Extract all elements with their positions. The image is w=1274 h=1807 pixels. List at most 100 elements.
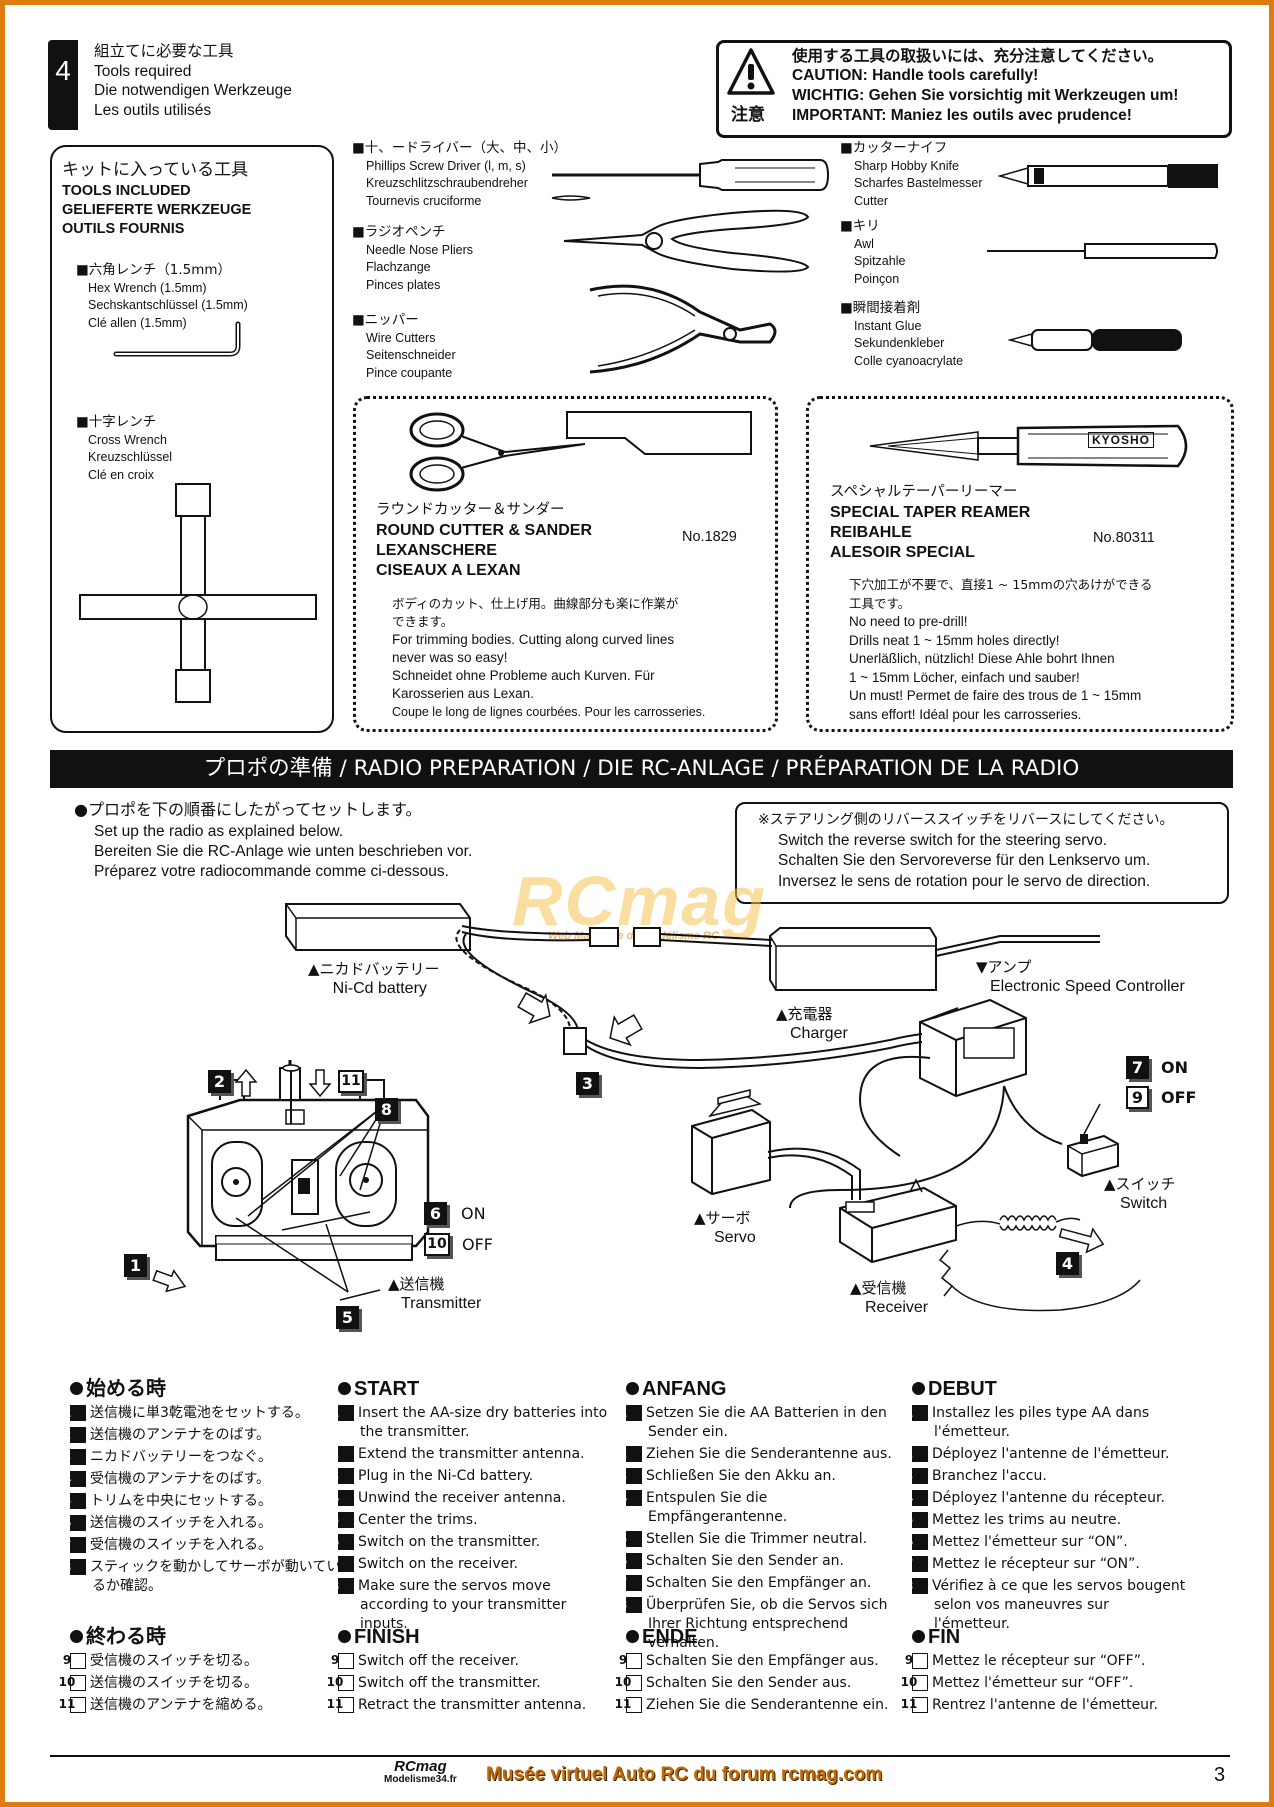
caution-jp: 使用する工具の取扱いには、充分注意してください。 — [792, 47, 1164, 65]
transmitter-antenna-tip — [282, 1064, 300, 1124]
step-de-3-text: Schließen Sie den Akku an. — [646, 1468, 836, 1484]
round-cutter-part-no: No.1829 — [682, 529, 737, 545]
step-number: 4 — [55, 55, 71, 86]
reamer-part-no: No.80311 — [1093, 530, 1155, 546]
tool-pliers-label: ■ラジオペンチ Needle Nose Pliers Flachzange Pi… — [352, 224, 473, 294]
cross-wrench-label: ■十字レンチ Cross Wrench Kreuzschlüssel Clé e… — [76, 414, 172, 484]
nicd-battery-drawing — [285, 903, 471, 951]
callout-8: 8 — [375, 1098, 398, 1121]
tools-included-title: キットに入っている工具 TOOLS INCLUDED GELIEFERTE WE… — [62, 158, 251, 239]
step-en-9-text: Switch off the receiver. — [358, 1653, 519, 1669]
start-title-fr: DEBUT — [912, 1376, 1192, 1402]
step-de-2-text: Ziehen Sie die Senderantenne aus. — [646, 1446, 892, 1462]
finish-title-en-text: FINISH — [354, 1626, 420, 1648]
glue-jp: ■瞬間接着剤 — [840, 300, 921, 316]
screwdriver-fr: Tournevis cruciforme — [366, 193, 482, 208]
needle-nose-pliers-icon — [563, 209, 810, 273]
step-jp-3-text: ニカドバッテリーをつなぐ。 — [90, 1449, 272, 1465]
caution-text: 使用する工具の取扱いには、充分注意してください。 CAUTION: Handle… — [792, 46, 1178, 126]
receiver-label-en: Receiver — [865, 1299, 929, 1316]
callout-5-num: 5 — [336, 1306, 359, 1329]
step-jp-6-text: 送信機のスイッチを入れる。 — [90, 1515, 272, 1531]
pliers-jp: ■ラジオペンチ — [352, 224, 446, 240]
round-cutter-desc-en-2: never was so easy! — [392, 650, 508, 665]
start-title-en-text: START — [354, 1378, 420, 1400]
hex-wrench-icon — [113, 321, 241, 357]
glue-fr: Colle cyanoacrylate — [854, 353, 964, 368]
callout-1: 1 — [124, 1254, 147, 1277]
step-en-2-text: Extend the transmitter antenna. — [358, 1446, 585, 1462]
section-title: 組立てに必要な工具 Tools required Die notwendigen… — [94, 42, 292, 120]
step-jp-8-text: スティックを動かしてサーボが動いているか確認。 — [90, 1559, 341, 1594]
round-cutter-jp: ラウンドカッター＆サンダー — [376, 502, 565, 518]
knife-fr: Cutter — [854, 193, 889, 208]
round-cutter-desc-fr: Coupe le long de lignes courbées. Pour l… — [392, 705, 706, 719]
step-de-5-text: Stellen Sie die Trimmer neutral. — [646, 1531, 868, 1547]
tools-included-jp: キットに入っている工具 — [62, 160, 249, 180]
reamer-fr: ALESOIR SPECIAL — [830, 544, 975, 561]
charger-label-en: Charger — [790, 1025, 848, 1042]
callout-4-num: 4 — [1056, 1252, 1079, 1275]
antenna-down-arrow-icon — [308, 1069, 332, 1098]
servo-label-en: Servo — [714, 1229, 756, 1246]
switch-label-jp: ▲スイッチ — [1104, 1175, 1176, 1193]
reverse-note-en: Switch the reverse switch for the steeri… — [778, 831, 1108, 849]
step-de-7-text: Schalten Sie den Empfänger an. — [646, 1575, 872, 1591]
start-title-fr-text: DEBUT — [928, 1378, 997, 1400]
radio-banner: プロポの準備 / RADIO PREPARATION / DIE RC-ANLA… — [50, 750, 1233, 788]
glue-en: Instant Glue — [854, 318, 922, 333]
cross-wrench-icon — [79, 483, 317, 703]
callout-5: 5 — [336, 1306, 359, 1329]
footer-museum-link[interactable]: Musée virtuel Auto RC du forum rcmag.com — [486, 1764, 883, 1785]
step-fr-3-text: Branchez l'accu. — [932, 1468, 1047, 1484]
hex-jp: ■六角レンチ（1.5mm） — [76, 262, 232, 278]
sander-icon — [566, 411, 752, 455]
round-cutter-title: ラウンドカッター＆サンダー ROUND CUTTER & SANDER LEXA… — [376, 500, 592, 581]
reverse-note-de: Schalten Sie den Servoreverse für den Le… — [778, 852, 1151, 869]
knife-de: Scharfes Bastelmesser — [854, 176, 983, 190]
finish-title-fr-text: FIN — [928, 1626, 961, 1648]
step-de-10-text: Schalten Sie den Sender aus. — [646, 1675, 852, 1691]
servo-label-jp: ▲サーボ — [694, 1209, 751, 1227]
caution-fr: IMPORTANT: Maniez les outils avec pruden… — [792, 107, 1132, 124]
step-jp-9-text: 受信機のスイッチを切る。 — [90, 1653, 258, 1669]
esc-label-en: Electronic Speed Controller — [990, 978, 1185, 995]
cutters-jp: ■ニッパー — [352, 312, 419, 328]
reamer-desc-en-2: Drills neat 1 ~ 15mm holes directly! — [849, 632, 1060, 648]
step-fr-11-text: Rentrez l'antenne de l'émetteur. — [932, 1697, 1158, 1713]
callout-11-num: 11 — [338, 1070, 364, 1093]
step-fr-8-text: Vérifiez à ce que les servos bougent sel… — [932, 1578, 1186, 1632]
radio-intro-en: Set up the radio as explained below. — [94, 823, 344, 840]
step-de-6-text: Schalten Sie den Sender an. — [646, 1553, 844, 1569]
awl-de: Spitzahle — [854, 254, 906, 268]
receiver-label: ▲受信機 Receiver — [850, 1278, 928, 1318]
reverse-note-box — [735, 802, 1229, 904]
callout-1-num: 1 — [124, 1254, 147, 1277]
